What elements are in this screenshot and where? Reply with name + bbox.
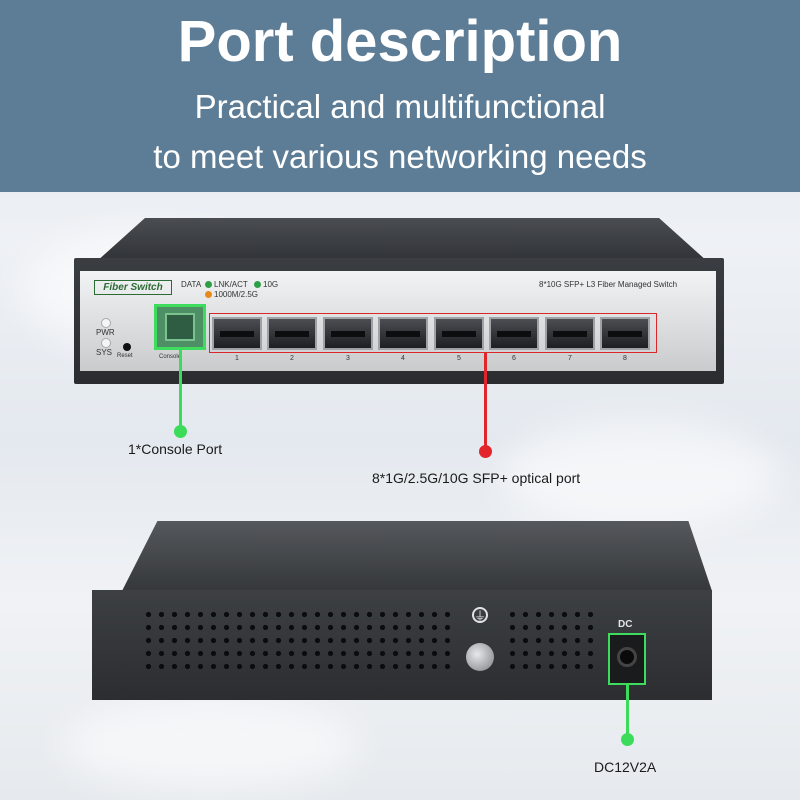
sfp-port-5[interactable] xyxy=(434,317,484,350)
console-port[interactable] xyxy=(154,304,206,350)
console-port-label: 1*Console Port xyxy=(128,441,223,457)
header-banner: Port description Practical and multifunc… xyxy=(0,0,800,192)
legend-green-dot xyxy=(205,281,212,288)
sfp-port-1[interactable] xyxy=(212,317,262,350)
sfp-callout-line xyxy=(484,353,487,451)
legend-10g-label: 10G xyxy=(263,280,279,289)
ground-icon: ⏚ xyxy=(472,607,488,623)
reset-button[interactable] xyxy=(123,343,131,351)
sfp-port-6[interactable] xyxy=(489,317,539,350)
background-cloud xyxy=(60,700,360,790)
legend-1000-label: 1000M/2.5G xyxy=(214,290,259,299)
port-number: 8 xyxy=(623,355,627,362)
pwr-label: PWR xyxy=(96,328,115,337)
dc-jack-hole-icon xyxy=(617,647,637,667)
port-number: 5 xyxy=(457,355,461,362)
legend-lnk-label: LNK/ACT xyxy=(214,280,248,289)
subtitle-line-2: to meet various networking needs xyxy=(153,138,647,175)
front-switch-top xyxy=(96,218,708,262)
dc-label: DC xyxy=(618,619,633,630)
port-number: 3 xyxy=(346,355,350,362)
port-number: 1 xyxy=(235,355,239,362)
dc-callout-line xyxy=(626,685,629,737)
console-label: Console xyxy=(159,354,182,360)
dc-power-jack[interactable] xyxy=(608,633,646,685)
legend-10g-dot xyxy=(254,281,261,288)
sfp-port-highlight xyxy=(209,313,657,353)
pwr-led xyxy=(101,318,111,328)
sfp-port-4[interactable] xyxy=(378,317,428,350)
sfp-port-2[interactable] xyxy=(267,317,317,350)
sys-led xyxy=(101,338,111,348)
left-vent-grille xyxy=(142,608,458,672)
sys-label: SYS xyxy=(96,348,113,357)
console-callout-line xyxy=(179,350,182,432)
dc-power-label: DC12V2A xyxy=(594,759,657,775)
legend-orange-dot xyxy=(205,291,212,298)
sfp-callout-dot xyxy=(479,445,492,458)
brand-logo: Fiber Switch xyxy=(94,280,172,295)
background-cloud xyxy=(500,420,780,530)
rj45-jack-icon xyxy=(165,313,195,341)
port-number: 2 xyxy=(290,355,294,362)
ground-screw xyxy=(466,643,494,671)
sfp-port-3[interactable] xyxy=(323,317,373,350)
rear-switch-top xyxy=(122,521,712,591)
subtitle-line-1: Practical and multifunctional xyxy=(194,88,606,125)
right-vent-grille xyxy=(506,608,596,672)
sfp-port-7[interactable] xyxy=(545,317,595,350)
model-label: 8*10G SFP+ L3 Fiber Managed Switch xyxy=(539,280,678,289)
port-number: 6 xyxy=(512,355,516,362)
legend-data-label: DATA xyxy=(181,280,202,289)
port-number: 7 xyxy=(568,355,572,362)
reset-label: Reset xyxy=(117,353,133,359)
dc-callout-dot xyxy=(621,733,634,746)
sfp-port-label: 8*1G/2.5G/10G SFP+ optical port xyxy=(372,470,581,486)
port-number: 4 xyxy=(401,355,405,362)
sfp-port-8[interactable] xyxy=(600,317,650,350)
console-callout-dot xyxy=(174,425,187,438)
page-title: Port description xyxy=(177,9,623,74)
